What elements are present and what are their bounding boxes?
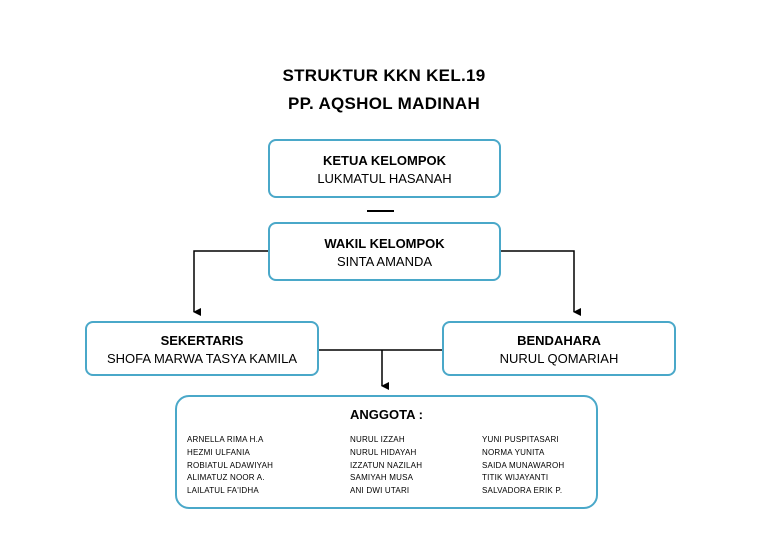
wakil-name: SINTA AMANDA bbox=[336, 254, 433, 269]
ketua-kelompok-box: KETUA KELOMPOK LUKMATUL HASANAH bbox=[268, 139, 501, 198]
chart-title-line-2: PP. AQSHOL MADINAH bbox=[287, 94, 481, 113]
anggota-member: TITIK WIJAYANTI bbox=[482, 473, 549, 483]
ketua-role-label: KETUA KELOMPOK bbox=[322, 153, 447, 168]
anggota-member: ANI DWI UTARI bbox=[350, 486, 410, 496]
anggota-member: IZZATUN NAZILAH bbox=[350, 460, 423, 470]
ketua-name: LUKMATUL HASANAH bbox=[317, 171, 452, 186]
anggota-column-1: ARNELLA RIMA H.A HEZMI ULFANIA ROBIATUL … bbox=[187, 434, 273, 498]
sekretaris-name: SHOFA MARWA TASYA KAMILA bbox=[106, 351, 297, 366]
wakil-to-sekretaris-arrow bbox=[193, 250, 269, 316]
bendahara-box: BENDAHARA NURUL QOMARIAH bbox=[442, 321, 676, 376]
anggota-member: NURUL IZZAH bbox=[350, 435, 405, 444]
anggota-member: ALIMATUZ NOOR A. bbox=[187, 473, 265, 483]
wakil-to-bendahara-arrow bbox=[500, 250, 581, 316]
anggota-member: SAMIYAH MUSA bbox=[350, 473, 414, 483]
anggota-member: ROBIATUL ADAWIYAH bbox=[187, 460, 274, 470]
sekretaris-role-label: SEKERTARIS bbox=[160, 333, 244, 348]
anggota-member: SALVADORA ERIK P. bbox=[482, 486, 563, 496]
anggota-member: LAILATUL FA'IDHA bbox=[187, 486, 259, 496]
anggota-member: YUNI PUSPITASARI bbox=[482, 435, 559, 444]
anggota-member: SAIDA MUNAWAROH bbox=[482, 460, 565, 470]
anggota-column-3: YUNI PUSPITASARI NORMA YUNITA SAIDA MUNA… bbox=[482, 434, 564, 498]
anggota-box: ANGGOTA : bbox=[175, 395, 598, 509]
anggota-member: HEZMI ULFANIA bbox=[187, 447, 251, 457]
anggota-member: NORMA YUNITA bbox=[482, 447, 545, 457]
chart-title-line-1: STRUKTUR KKN KEL.19 bbox=[282, 66, 486, 85]
sekretaris-box: SEKERTARIS SHOFA MARWA TASYA KAMILA bbox=[85, 321, 319, 376]
bendahara-role-label: BENDAHARA bbox=[517, 333, 601, 348]
anggota-heading: ANGGOTA : bbox=[350, 407, 423, 422]
anggota-member: ARNELLA RIMA H.A bbox=[187, 435, 264, 444]
anggota-column-2: NURUL IZZAH NURUL HIDAYAH IZZATUN NAZILA… bbox=[350, 434, 422, 498]
bendahara-name: NURUL QOMARIAH bbox=[499, 351, 619, 366]
wakil-role-label: WAKIL KELOMPOK bbox=[324, 236, 445, 251]
anggota-member: NURUL HIDAYAH bbox=[350, 447, 417, 457]
wakil-kelompok-box: WAKIL KELOMPOK SINTA AMANDA bbox=[268, 222, 501, 281]
